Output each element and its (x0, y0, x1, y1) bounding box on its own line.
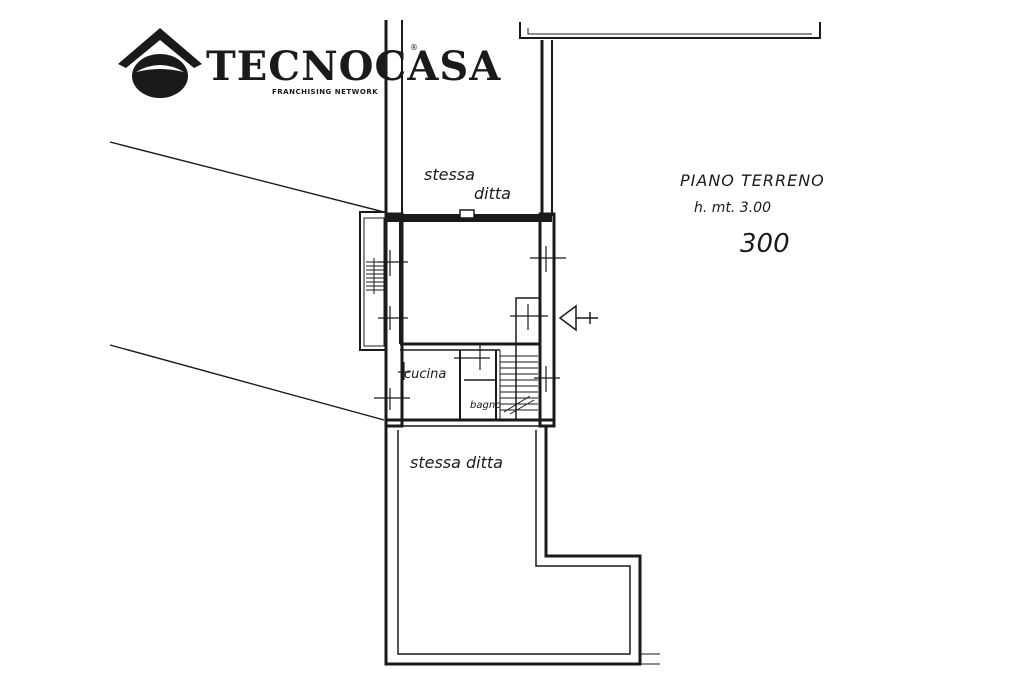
entrance-arrow-icon (558, 304, 598, 332)
logo-circle-icon (132, 54, 188, 98)
kitchen-label: cucina (404, 367, 446, 382)
opening-marks (374, 246, 566, 410)
logo-brand: TECNOCASA (206, 43, 501, 90)
property-lines (109, 141, 385, 421)
tecnocasa-logo: TECNOCASA ® FRANCHISING NETWORK (118, 28, 501, 98)
roof-icon (118, 28, 202, 68)
left-balcony (359, 211, 387, 351)
bathroom-label: bagno (470, 400, 501, 411)
top-boundary (519, 22, 821, 39)
top-adjacent-label-line1: stessa (424, 165, 475, 184)
interior-stair (499, 350, 538, 420)
top-adjacent-label-line2: ditta (474, 184, 511, 203)
bottom-adjacent-label: stessa ditta (410, 453, 503, 472)
registered-mark: ® (410, 43, 418, 52)
bottom-adjacent-unit (384, 426, 660, 666)
apartment-walls (384, 209, 556, 428)
floor-label: PIANO TERRENO (680, 171, 825, 190)
floor-number: 300 (740, 229, 790, 259)
logo-tagline: FRANCHISING NETWORK (272, 88, 378, 96)
height-label: h. mt. 3.00 (694, 200, 771, 216)
top-adjacent-unit (384, 20, 553, 216)
